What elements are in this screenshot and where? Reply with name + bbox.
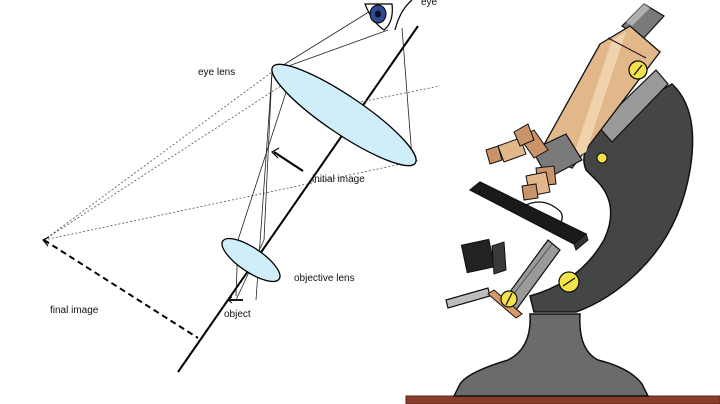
tube-screw-icon bbox=[628, 60, 648, 80]
final-image-arrow bbox=[42, 236, 199, 339]
objective-center bbox=[521, 165, 557, 201]
eye-lens bbox=[271, 63, 417, 167]
microscope-base bbox=[452, 313, 650, 397]
objective-lens-label: objective lens bbox=[294, 273, 355, 284]
small-screw-icon bbox=[596, 152, 608, 164]
substage-screw-icon bbox=[500, 290, 518, 308]
ray-diagram: eye eye lens initial image objective len… bbox=[42, 0, 441, 373]
condenser-block bbox=[460, 238, 496, 274]
stage-clip bbox=[519, 201, 563, 225]
tube-support bbox=[597, 69, 669, 143]
objective-top bbox=[513, 123, 535, 147]
real-rays bbox=[235, 9, 413, 301]
initial-image-label: initial image bbox=[312, 174, 365, 185]
final-image-label: final image bbox=[50, 305, 99, 316]
initial-image-arrow bbox=[271, 147, 304, 172]
pillar-screw-icon bbox=[558, 271, 580, 293]
microscope-mirror bbox=[445, 287, 491, 309]
optical-axis bbox=[177, 25, 419, 373]
eye-lens-label: eye lens bbox=[198, 67, 235, 78]
table-surface bbox=[405, 395, 720, 404]
microscope-arm bbox=[529, 83, 694, 313]
object-label: object bbox=[224, 309, 251, 320]
objective-lens bbox=[221, 237, 281, 283]
eye-icon bbox=[364, 0, 413, 31]
eye-label: eye bbox=[421, 0, 438, 8]
object-arrow bbox=[227, 296, 243, 304]
microscope-illustration bbox=[405, 3, 720, 404]
virtual-rays bbox=[43, 71, 441, 241]
